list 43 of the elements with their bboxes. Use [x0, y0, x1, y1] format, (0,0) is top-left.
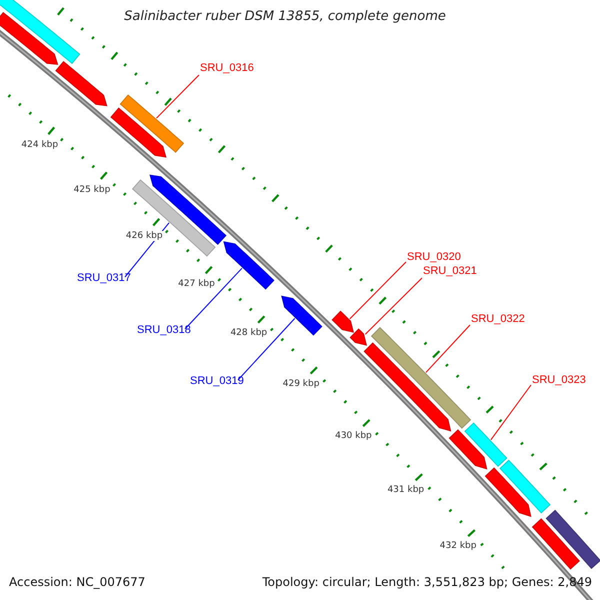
gene-bar — [499, 460, 551, 514]
gene-bar — [110, 107, 166, 158]
scale-label: 424 kbp — [20, 140, 60, 150]
gene-bar — [281, 296, 322, 336]
gene-bar — [364, 342, 452, 432]
scale-label: 430 kbp — [334, 431, 373, 442]
scale-label: 426 kbp — [124, 231, 164, 241]
title: Salinibacter ruber DSM 13855, complete genome — [123, 9, 447, 24]
leader-line — [364, 278, 422, 335]
gene-bar — [223, 241, 274, 290]
gene-bar — [448, 429, 488, 470]
gene-label: SRU_0316 — [200, 62, 254, 74]
gene-label: SRU_0323 — [532, 374, 586, 386]
gene-bar — [546, 510, 600, 570]
gene-label: SRU_0319 — [190, 375, 244, 387]
gene-label: SRU_0320 — [407, 251, 461, 263]
gene-bar — [532, 518, 580, 570]
scale-label: 429 kbp — [282, 378, 320, 389]
scale-label: 431 kbp — [386, 485, 426, 496]
gene-bar — [350, 328, 367, 346]
scale-label: 427 kbp — [177, 278, 216, 289]
gene-bar — [55, 60, 108, 106]
gene-label: SRU_0317 — [77, 272, 131, 284]
gene-bar — [332, 310, 354, 333]
gene-bar — [484, 467, 532, 517]
gene-bar — [370, 327, 471, 429]
scale-label: 425 kbp — [72, 184, 112, 195]
accession-text: Accession: NC_007677 — [9, 575, 146, 589]
scale-label: 428 kbp — [229, 328, 268, 338]
leader-line — [349, 262, 406, 320]
gene-bar — [464, 422, 508, 467]
leader-line — [184, 268, 243, 330]
gene-label: SRU_0321 — [423, 265, 477, 277]
leader-line — [490, 384, 532, 440]
leader-line — [425, 324, 470, 373]
gene-bar — [0, 12, 58, 65]
gene-bar — [0, 0, 80, 64]
leader-line — [156, 74, 200, 119]
gene-bar — [120, 94, 184, 153]
leader-line — [238, 318, 296, 380]
gene-label: SRU_0318 — [137, 324, 191, 336]
gene-label: SRU_0322 — [471, 313, 525, 325]
scale-label: 432 kbp — [438, 540, 478, 551]
